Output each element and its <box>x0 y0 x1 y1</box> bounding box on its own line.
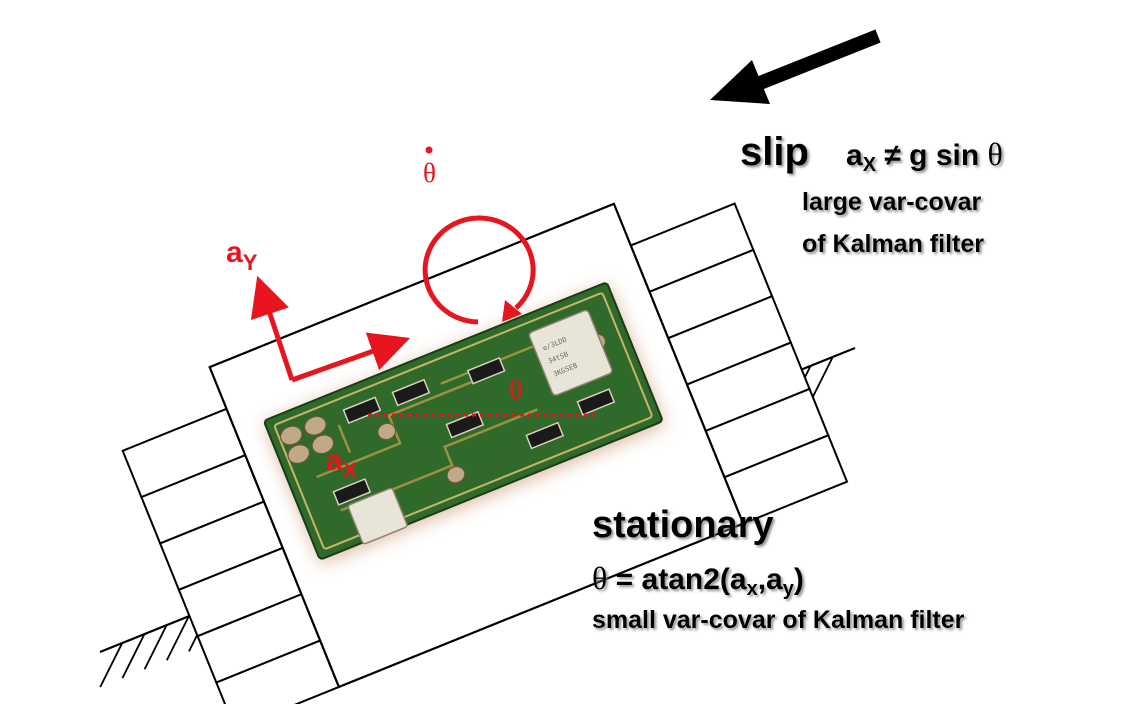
slip-annotation: slip aX ≠ g sin θ large var-covar of Kal… <box>740 130 1003 258</box>
gyro-chip <box>528 309 613 396</box>
right-block-stack <box>629 202 849 525</box>
hatch-mark <box>166 615 190 661</box>
theta-angle-label: θ <box>509 375 522 406</box>
a-x-axis-arrow <box>291 332 411 383</box>
stationary-annotation: stationary θ = atan2(ax,ay) small var-co… <box>592 504 965 634</box>
hatch-mark <box>809 356 834 402</box>
accelerometer-chip <box>347 487 408 545</box>
a-y-axis-arrow <box>250 275 295 381</box>
stationary-title: stationary <box>592 504 774 546</box>
body-axes <box>250 275 411 383</box>
rotation-arrow-icon <box>422 215 536 325</box>
hatch-mark <box>99 642 124 688</box>
slip-line-2: of Kalman filter <box>802 230 984 258</box>
theta-dot-marker <box>425 146 433 154</box>
slip-title: slip <box>740 130 809 174</box>
stationary-line-1: small var-covar of Kalman filter <box>592 606 965 634</box>
theta-dot-label: θ <box>423 158 436 188</box>
a-x-label: aX <box>326 444 358 483</box>
a-y-label: aY <box>226 236 258 275</box>
pcb-photo: e/3LDD 34tSB 3KGSEB <box>263 282 665 564</box>
hatch-mark <box>121 633 146 679</box>
slip-line-1: large var-covar <box>802 188 982 216</box>
stationary-equation: θ = atan2(ax,ay) <box>592 560 804 600</box>
hatch-mark <box>143 624 168 670</box>
tilted-assembly: e/3LDD 34tSB 3KGSEB <box>121 202 849 704</box>
arrow-left-icon <box>710 29 881 104</box>
slip-equation: aX ≠ g sin θ <box>846 136 1003 176</box>
